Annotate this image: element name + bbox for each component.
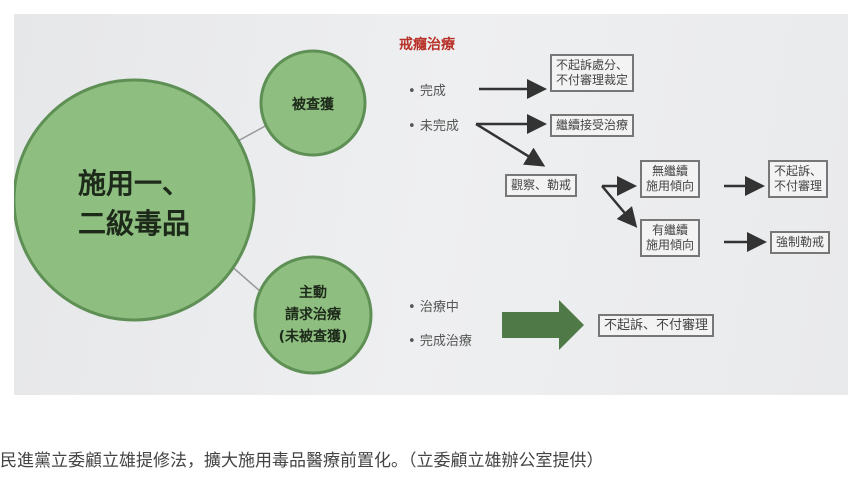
voluntary-line1: 主動 (299, 285, 327, 301)
voluntary-line3: (未被查獲) (278, 329, 348, 345)
diagram-photo: 施用一、 二級毒品 被查獲 主動 請求治療 (未被查獲) 戒癮治療 • 完成 •… (14, 14, 848, 395)
section-title: 戒癮治療 (399, 37, 455, 53)
box-line: 施用傾向 (646, 179, 695, 193)
box-observation: 觀察、勒戒 (505, 174, 578, 197)
box-voluntary-result: 不起訴、不付審理 (598, 314, 715, 337)
box-line: 不起訴、 (774, 164, 823, 178)
box-compulsory: 強制勒戒 (770, 231, 831, 254)
box-line: 無繼續 (652, 164, 689, 178)
main-circle-line2: 二級毒品 (77, 207, 190, 240)
main-circle (14, 78, 256, 322)
image-caption: 民進黨立委顧立雄提修法，擴大施用毒品醫療前置化。（立委顧立雄辦公室提供） (0, 451, 604, 471)
main-circle-label: 施用一、 二級毒品 (34, 164, 234, 244)
arrow (475, 122, 546, 167)
item-incomplete: 未完成 (419, 119, 459, 134)
diagram-connectors (14, 49, 767, 375)
item-in-treatment: 治療中 (419, 300, 459, 315)
box-line: 不付審理 (774, 179, 823, 193)
item-treatment-complete: 完成治療 (419, 334, 472, 349)
item-complete: 完成 (419, 84, 446, 99)
box-no-prosecution-disposal: 不起訴處分、 不付審理裁定 (550, 54, 635, 92)
box-line: 施用傾向 (646, 238, 695, 252)
box-no-tendency: 無繼續 施用傾向 (640, 160, 701, 198)
box-has-tendency: 有繼續 施用傾向 (640, 219, 701, 257)
caught-circle (259, 49, 367, 157)
big-arrow (502, 300, 584, 350)
box-no-prosecution: 不起訴、 不付審理 (768, 160, 829, 198)
caught-circle-label: 被查獲 (292, 97, 334, 113)
box-line: 不起訴處分、 (556, 58, 629, 72)
main-circle-line1: 施用一、 (77, 167, 190, 200)
arrow (601, 185, 638, 228)
box-continue-treatment: 繼續接受治療 (550, 114, 635, 137)
voluntary-line2: 請求治療 (285, 307, 341, 323)
voluntary-circle-label: 主動 請求治療 (未被查獲) (253, 282, 373, 348)
voluntary-circle (253, 255, 373, 375)
box-line: 不付審理裁定 (556, 73, 629, 87)
box-line: 有繼續 (652, 223, 689, 237)
